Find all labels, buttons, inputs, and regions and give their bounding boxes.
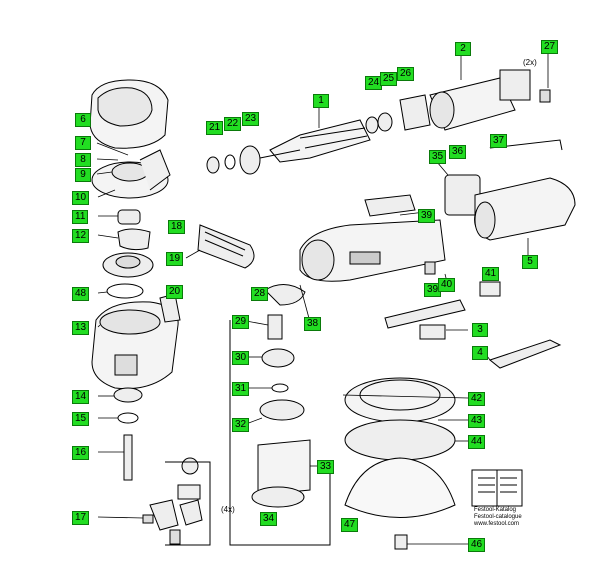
part-label-17[interactable]: 17	[72, 511, 90, 525]
part-label-38[interactable]: 38	[304, 317, 322, 331]
motor-housing-part	[474, 177, 576, 241]
part-label-16[interactable]: 16	[72, 446, 90, 460]
tool-housing-part	[299, 219, 446, 282]
part-label-34[interactable]: 34	[260, 512, 278, 526]
part-label-44[interactable]: 44	[468, 435, 486, 449]
part-label-12[interactable]: 12	[72, 229, 90, 243]
part-label-2[interactable]: 2	[455, 42, 471, 56]
part-label-22[interactable]: 22	[224, 117, 242, 131]
part-label-26[interactable]: 26	[397, 67, 415, 81]
sanding-pad-parts	[344, 377, 456, 518]
part-label-27[interactable]: 27	[541, 40, 559, 54]
catalog-book-icon	[471, 469, 523, 507]
part-label-37[interactable]: 37	[490, 134, 508, 148]
catalog-text-line-2: Festool-catalogue	[474, 514, 522, 520]
part-label-9[interactable]: 9	[75, 168, 91, 182]
part-label-46[interactable]: 46	[468, 538, 486, 552]
gear-assembly-part	[142, 457, 211, 546]
part-label-39-top[interactable]: 39	[418, 209, 436, 223]
part-label-4[interactable]: 4	[472, 346, 488, 360]
part-label-42[interactable]: 42	[468, 392, 486, 406]
quantity-note-27: (2x)	[523, 58, 537, 67]
part-label-23[interactable]: 23	[242, 112, 260, 126]
part-label-30[interactable]: 30	[232, 351, 250, 365]
part-label-35[interactable]: 35	[429, 150, 447, 164]
part-label-41[interactable]: 41	[482, 267, 500, 281]
catalog-text-line-3: www.festool.com	[474, 521, 520, 527]
gear-housing-part	[91, 301, 179, 390]
catalog-text-line-1: Festool-Katalog	[474, 507, 517, 513]
part-label-40[interactable]: 40	[438, 278, 456, 292]
side-handle-part	[197, 224, 255, 269]
part-label-33[interactable]: 33	[317, 460, 335, 474]
part-label-29[interactable]: 29	[232, 315, 250, 329]
part-label-7[interactable]: 7	[75, 136, 91, 150]
part-label-47[interactable]: 47	[341, 518, 359, 532]
part-label-11[interactable]: 11	[72, 210, 89, 224]
part-label-8[interactable]: 8	[75, 153, 91, 167]
part-label-31[interactable]: 31	[232, 382, 250, 396]
part-label-10[interactable]: 10	[72, 191, 90, 205]
stator-part	[399, 69, 551, 131]
part-label-21[interactable]: 21	[206, 121, 224, 135]
part-label-6[interactable]: 6	[75, 113, 91, 127]
part-label-14[interactable]: 14	[72, 390, 90, 404]
part-label-5[interactable]: 5	[522, 255, 538, 269]
motor-cover-part	[89, 79, 169, 149]
part-label-28[interactable]: 28	[251, 287, 269, 301]
part-label-13[interactable]: 13	[72, 321, 90, 335]
part-label-48[interactable]: 48	[72, 287, 90, 301]
part-label-32[interactable]: 32	[232, 418, 250, 432]
part-label-1[interactable]: 1	[313, 94, 329, 108]
part-label-19[interactable]: 19	[166, 252, 184, 266]
part-label-18[interactable]: 18	[168, 220, 186, 234]
part-label-20[interactable]: 20	[166, 285, 184, 299]
bearing-housing-part	[91, 149, 171, 199]
armature-part	[259, 119, 371, 163]
part-label-43[interactable]: 43	[468, 414, 486, 428]
part-label-3[interactable]: 3	[472, 323, 488, 337]
quantity-note-34: (4x)	[221, 505, 235, 514]
part-label-36[interactable]: 36	[449, 145, 467, 159]
part-label-15[interactable]: 15	[72, 412, 90, 426]
part-label-25[interactable]: 25	[380, 72, 398, 86]
